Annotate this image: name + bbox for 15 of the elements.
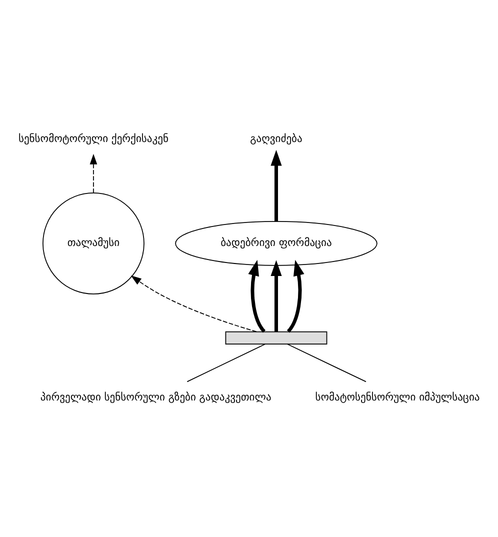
arrow: [270, 150, 282, 222]
arrow: [248, 260, 266, 333]
node-text: გაღვიძება: [250, 133, 302, 146]
node-circle: თალამუსი: [42, 192, 144, 294]
arrow: [130, 275, 257, 332]
arrow: [286, 260, 304, 333]
connector: [286, 344, 366, 382]
node-ellipse: ბადებრივი ფორმაცია: [175, 221, 378, 266]
node-text: სომატოსენსორული იმპულსაცია: [315, 391, 480, 404]
connector: [186, 344, 266, 382]
arrow: [90, 154, 98, 194]
node-text: სენსომოტორული ქერქისაკენ: [18, 133, 168, 146]
node-bar: [225, 331, 328, 344]
node-text: პირველადი სენსორული გზები გადაკვეთილა: [40, 391, 272, 404]
arrow: [270, 260, 282, 332]
